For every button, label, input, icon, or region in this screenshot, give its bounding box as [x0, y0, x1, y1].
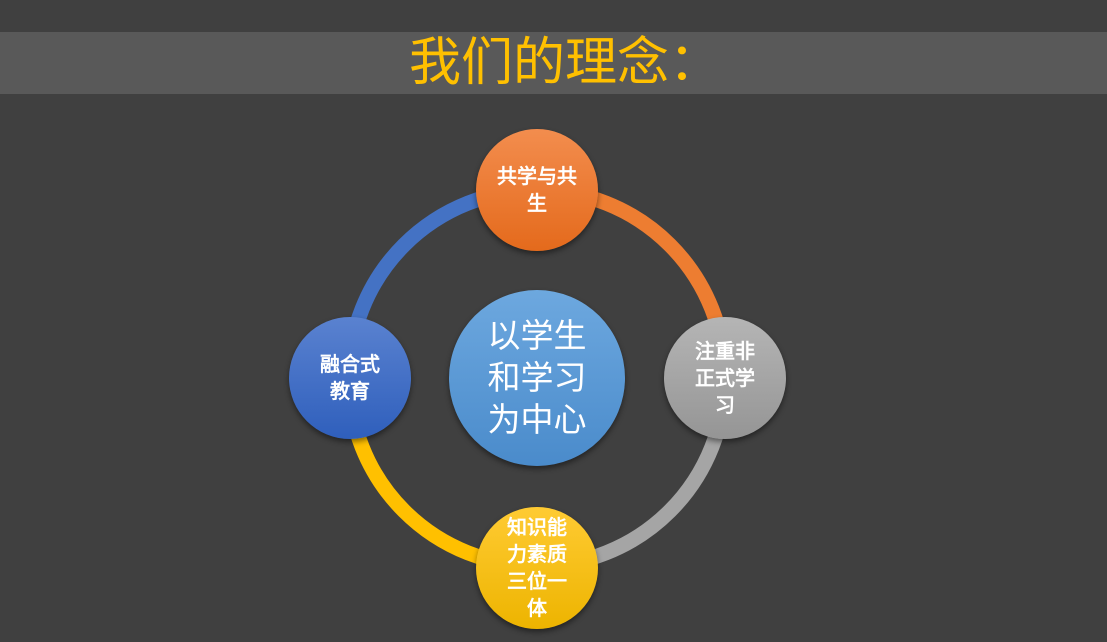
node-left-label: 融合式教育: [320, 352, 380, 403]
node-top-label: 共学与共生: [496, 164, 577, 215]
node-top: 共学与共生: [476, 129, 598, 251]
node-right: 注重非正式学习: [664, 317, 786, 439]
node-right-label: 注重非正式学习: [695, 338, 755, 417]
slide-title: 我们的理念：: [408, 33, 721, 93]
node-bottom-label: 知识能力素质三位一体: [507, 515, 567, 620]
node-bottom: 知识能力素质三位一体: [476, 507, 598, 629]
node-left: 融合式教育: [289, 317, 411, 439]
center-label: 以学生和学习为中心: [487, 316, 587, 439]
title-band: [0, 32, 1107, 94]
center-node: 以学生和学习为中心: [449, 290, 625, 466]
